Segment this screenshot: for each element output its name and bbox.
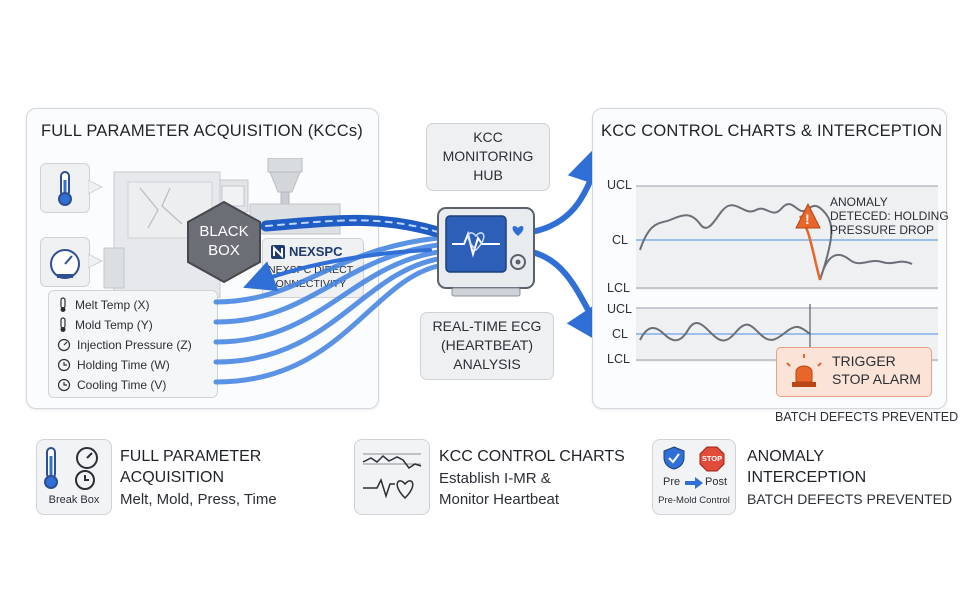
hub-title-line-3: HUB <box>473 167 503 183</box>
chart1-cl-label: CL <box>612 233 628 247</box>
sensor-arrow-2 <box>88 254 104 268</box>
stop-alarm-box <box>776 347 932 397</box>
chart1-ucl-label: UCL <box>607 178 633 192</box>
alarm-label-line-2: STOP ALARM <box>832 371 921 387</box>
hub-title-callout: KCC MONITORING HUB <box>426 123 550 191</box>
legend-2-subtitle-line-1: Establish I-MR & <box>439 470 551 487</box>
legend-2-subtitle-line-2: Monitor Heartbeat <box>439 491 560 508</box>
parameter-row-holding-time: Holding Time (W) <box>57 355 170 375</box>
chart-heartbeat-icon <box>362 453 422 500</box>
hub-title-line-1: KCC <box>473 129 503 145</box>
parameter-list: Melt Temp (X) Mold Temp (Y) Injection Pr… <box>48 290 218 398</box>
alarm-label-line-1: TRIGGER <box>832 353 896 369</box>
nexspc-logo-text: NEXSPC <box>289 244 343 259</box>
chart2-lcl-label: LCL <box>607 352 630 366</box>
legend-1-title-line-1: FULL PARAMETER <box>120 448 262 465</box>
stop-sign-icon <box>699 446 725 472</box>
thermometer-icon <box>58 171 72 206</box>
gauge-sensor-card <box>40 237 90 287</box>
anomaly-label-line-1: ANOMALY <box>830 195 888 209</box>
hub-analysis-line-2: (HEARTBEAT) <box>440 337 534 353</box>
post-label: Post <box>705 476 728 488</box>
black-box-label-2: BOX <box>208 242 240 259</box>
black-box-label-1: BLACK <box>199 223 249 240</box>
clock-icon <box>57 378 71 392</box>
hub-analysis-callout: REAL-TIME ECG (HEARTBEAT) ANALYSIS <box>420 312 554 380</box>
gauge-icon <box>57 338 71 352</box>
legend-3-title-line-2: INTERCEPTION <box>747 469 867 486</box>
hub-analysis-line-3: ANALYSIS <box>453 356 521 372</box>
legend-icon-caption: Pre-Mold Control <box>658 495 730 506</box>
thermometer-icon <box>60 317 66 332</box>
thermometer-sensor-card <box>40 163 90 213</box>
shield-check-icon <box>663 446 685 470</box>
legend-3-title-line-1: ANOMALY <box>747 448 825 465</box>
black-box-hexagon <box>187 200 261 284</box>
parameter-label: Melt Temp (X) <box>75 298 150 312</box>
pre-label: Pre <box>663 476 681 488</box>
anomaly-label-line-3: PRESSURE DROP <box>830 223 935 237</box>
parameter-label: Injection Pressure (Z) <box>77 338 192 352</box>
chart2-ucl-label: UCL <box>607 302 633 316</box>
parameter-label: Holding Time (W) <box>77 358 170 372</box>
batch-defects-footer: BATCH DEFECTS PREVENTED <box>775 410 959 424</box>
parameter-label: Cooling Time (V) <box>77 378 167 392</box>
control-charts-legend-icon <box>354 439 430 515</box>
parameter-row-melt-temp: Melt Temp (X) <box>57 295 149 315</box>
legend-2-title: KCC CONTROL CHARTS <box>439 448 625 465</box>
stop-sign-text: STOP <box>701 454 723 463</box>
svg-text:!: ! <box>805 211 810 227</box>
chart1-lcl-label: LCL <box>607 281 630 295</box>
legend-1-title-line-2: ACQUISITION <box>120 469 225 486</box>
monitoring-hub-device <box>437 207 535 297</box>
break-box-legend-icon: Break Box <box>36 439 112 515</box>
parameter-row-cooling-time: Cooling Time (V) <box>57 375 166 395</box>
interception-legend-icon: STOP Pre Post Pre-Mold Control <box>652 439 736 515</box>
clock-icon <box>57 358 71 372</box>
chart2-cl-label: CL <box>612 327 628 341</box>
hub-analysis-line-1: REAL-TIME ECG <box>432 318 542 334</box>
control-charts-title: KCC CONTROL CHARTS & INTERCEPTION <box>601 122 943 140</box>
thermometer-icon <box>60 297 66 312</box>
hub-title-line-2: MONITORING <box>442 148 534 164</box>
control-chart-1: ! <box>636 185 938 290</box>
arrow-right-icon <box>685 477 703 489</box>
thermometer-gauge-clock-icon <box>44 447 98 490</box>
sensor-arrow-1 <box>88 180 104 194</box>
legend-1-subtitle: Melt, Mold, Press, Time <box>120 491 277 508</box>
legend-3-subtitle: BATCH DEFECTS PREVENTED <box>747 491 953 507</box>
parameter-label: Mold Temp (Y) <box>75 318 153 332</box>
parameter-row-mold-temp: Mold Temp (Y) <box>57 315 153 335</box>
anomaly-label-line-2: DETECED: HOLDING <box>830 209 949 223</box>
alarm-siren-icon <box>786 354 822 387</box>
nexspc-logo-icon <box>271 245 285 259</box>
legend-icon-caption: Break Box <box>48 494 100 506</box>
gauge-icon <box>50 249 80 279</box>
parameter-acquisition-title: FULL PARAMETER ACQUISITION (KCCs) <box>41 122 363 140</box>
parameter-row-injection-pressure: Injection Pressure (Z) <box>57 335 192 355</box>
